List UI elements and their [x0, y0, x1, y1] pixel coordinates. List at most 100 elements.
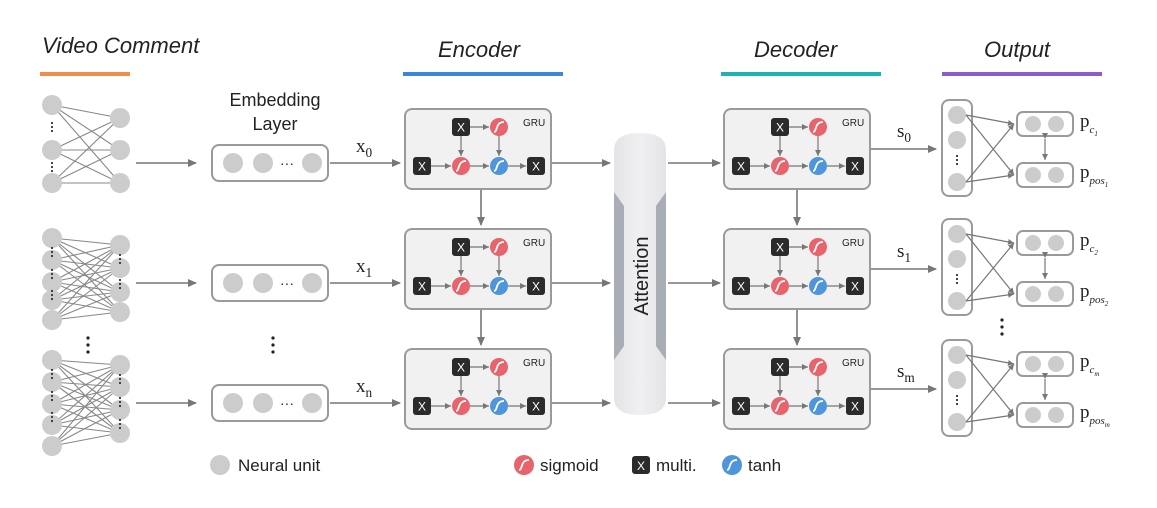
embedding-box-1: ···: [211, 264, 329, 302]
prob-pos-label-2: pposm: [1080, 402, 1110, 429]
tanh-op-icon: [490, 277, 508, 295]
multi-op-icon: X: [413, 157, 431, 175]
multi-op-icon: X: [732, 157, 750, 175]
multi-op-icon: X: [413, 277, 431, 295]
sigmoid-op-icon: [771, 397, 789, 415]
output-block-1: [941, 218, 1074, 316]
svg-text:X: X: [532, 400, 540, 414]
ellipsis-dots: [50, 411, 54, 423]
tanh-op-icon: [490, 397, 508, 415]
ellipsis-dots: [118, 278, 122, 290]
legend-tanh-label: tanh: [748, 456, 781, 475]
multi-op-icon: X: [771, 238, 789, 256]
multi-op-icon: X: [846, 397, 864, 415]
embedding-title-line2: Layer: [252, 114, 297, 134]
multi-op-icon: X: [527, 397, 545, 415]
output-block-2: [941, 339, 1074, 437]
multi-op-icon: X: [413, 397, 431, 415]
svg-text:X: X: [737, 160, 745, 174]
encoder-gru-0: GRU: [404, 108, 552, 190]
sigmoid-op-icon: [452, 277, 470, 295]
sigmoid-op-icon: [452, 157, 470, 175]
output-connection-arrow: [965, 233, 1015, 245]
state-label-2: sm: [897, 361, 915, 385]
svg-text:X: X: [851, 280, 859, 294]
prob-c-label-0: pc1: [1080, 111, 1098, 138]
ellipsis-dots: [118, 396, 122, 408]
header-encoder: Encoder: [438, 37, 520, 62]
output-connection-arrow: [965, 114, 1015, 176]
output-connection-arrow: [965, 354, 1015, 416]
gru-label: GRU: [523, 238, 545, 249]
vertical-ellipsis-output: [1000, 318, 1004, 336]
svg-text:X: X: [737, 280, 745, 294]
ellipsis-dots: [118, 373, 122, 385]
sigmoid-op-icon: [771, 277, 789, 295]
legend-sigmoid-icon: [514, 455, 534, 475]
svg-text:X: X: [418, 280, 426, 294]
svg-text:X: X: [457, 121, 465, 135]
encoder-gru-1: GRU: [404, 228, 552, 310]
svg-text:X: X: [737, 400, 745, 414]
attention-label: Attention: [631, 237, 653, 316]
multi-op-icon: X: [846, 157, 864, 175]
vertical-ellipsis-input: [86, 336, 90, 354]
svg-text:X: X: [637, 459, 645, 473]
svg-text:X: X: [532, 280, 540, 294]
output-connection-arrow: [965, 242, 1015, 302]
encoder-gru-2: GRU: [404, 348, 552, 430]
header-video-comment: Video Comment: [42, 33, 200, 58]
sigmoid-op-icon: [452, 397, 470, 415]
prob-pos-label-0: ppos1: [1080, 162, 1108, 189]
ellipsis-dots: [50, 390, 54, 402]
underline-output: [942, 72, 1102, 76]
multi-op-icon: X: [452, 358, 470, 376]
sigmoid-op-icon: [490, 118, 508, 136]
underline-encoder: [403, 72, 563, 76]
multi-op-icon: X: [732, 397, 750, 415]
multi-op-icon: X: [452, 238, 470, 256]
multi-op-icon: X: [846, 277, 864, 295]
tanh-op-icon: [809, 157, 827, 175]
ellipsis-dots: [118, 253, 122, 265]
decoder-gru-1: GRU: [723, 228, 871, 310]
attention-block: Attention: [614, 133, 666, 415]
svg-text:X: X: [457, 361, 465, 375]
output-connection-arrow: [965, 363, 1015, 423]
input-token-label-0: x0: [356, 136, 373, 160]
multi-op-icon: X: [771, 358, 789, 376]
gru-label: GRU: [523, 118, 545, 129]
svg-text:X: X: [776, 361, 784, 375]
ellipsis-dots: [50, 161, 54, 173]
output-connection-arrow: [965, 114, 1015, 126]
input-network-1: [42, 228, 130, 330]
input-network-0: [42, 95, 130, 193]
vertical-ellipsis-embedding: [271, 336, 275, 354]
svg-text:X: X: [457, 241, 465, 255]
svg-text:X: X: [532, 160, 540, 174]
prob-c-label-1: pc2: [1080, 230, 1098, 257]
state-label-1: s1: [897, 241, 911, 265]
embedding-title-line1: Embedding: [229, 90, 320, 110]
svg-text:X: X: [851, 160, 859, 174]
input-token-label-2: xn: [356, 376, 373, 400]
gru-label: GRU: [842, 238, 864, 249]
ellipsis-dots: [50, 121, 54, 133]
sigmoid-op-icon: [771, 157, 789, 175]
underline-decoder: [721, 72, 881, 76]
header-output: Output: [984, 37, 1051, 62]
svg-text:X: X: [851, 400, 859, 414]
ellipsis-dots: [118, 418, 122, 430]
legend-multi-icon: X: [632, 456, 650, 474]
svg-text:···: ···: [280, 275, 294, 291]
multi-op-icon: X: [527, 277, 545, 295]
header-decoder: Decoder: [754, 37, 838, 62]
multi-op-icon: X: [771, 118, 789, 136]
svg-text:···: ···: [280, 395, 294, 411]
ellipsis-dots: [50, 268, 54, 280]
input-token-label-1: x1: [356, 256, 372, 280]
output-connection-arrow: [965, 123, 1015, 183]
sigmoid-op-icon: [809, 358, 827, 376]
multi-op-icon: X: [527, 157, 545, 175]
prob-pos-label-1: ppos2: [1080, 281, 1109, 308]
